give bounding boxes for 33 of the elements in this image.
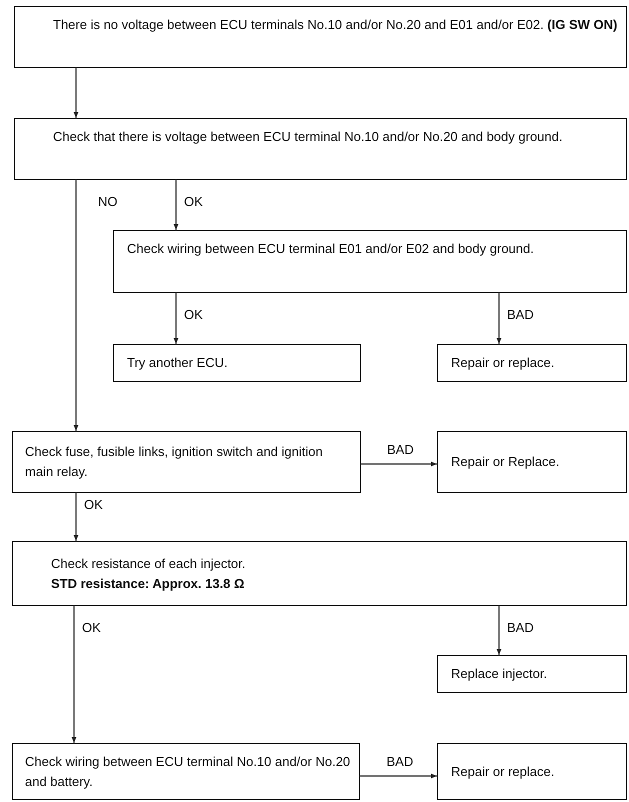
process-box	[12, 743, 360, 800]
step-text: Check that there is voltage between ECU terminal No.10 and/or No.20 and body ground.	[53, 128, 564, 146]
step-text: Repair or replace.	[451, 762, 556, 781]
arrow	[361, 462, 437, 466]
process-box	[12, 431, 361, 493]
process-box	[437, 655, 627, 693]
process-box	[12, 541, 627, 606]
arrow	[496, 606, 502, 655]
step-text: There is no voltage between ECU terminals No.10 and/or No.20 and E01 and/or E02. (IG SW ON)	[53, 16, 618, 34]
process-box	[113, 230, 627, 293]
process-box	[14, 6, 627, 68]
process-box	[437, 344, 627, 382]
step-text: Repair or replace.	[451, 354, 556, 372]
arrow	[72, 606, 76, 743]
arrow	[74, 68, 78, 118]
process-box	[437, 431, 627, 493]
process-box	[113, 344, 361, 382]
step-text: Try another ECU.	[127, 354, 229, 372]
step-text: Replace injector.	[451, 665, 548, 683]
process-box	[437, 743, 627, 800]
arrow	[174, 180, 178, 230]
step-text: Check wiring between ECU terminal E01 and/or E02 and body ground.	[127, 240, 535, 258]
step-text: Repair or Replace.	[451, 453, 560, 471]
step-text: Check fuse, fusible links, ignition switch and ignition main relay.	[25, 443, 324, 481]
arrow	[496, 293, 502, 344]
step-text: STD resistance: Approx. 13.8 Ω	[51, 574, 246, 593]
step-text: Check wiring between ECU terminal No.10 and/or No.20 and battery.	[25, 752, 351, 791]
process-box	[14, 118, 627, 180]
step-text: Check resistance of each injector.	[51, 554, 246, 573]
arrow	[74, 493, 78, 541]
arrow	[174, 293, 178, 344]
arrow	[360, 774, 437, 778]
arrow	[74, 180, 78, 431]
